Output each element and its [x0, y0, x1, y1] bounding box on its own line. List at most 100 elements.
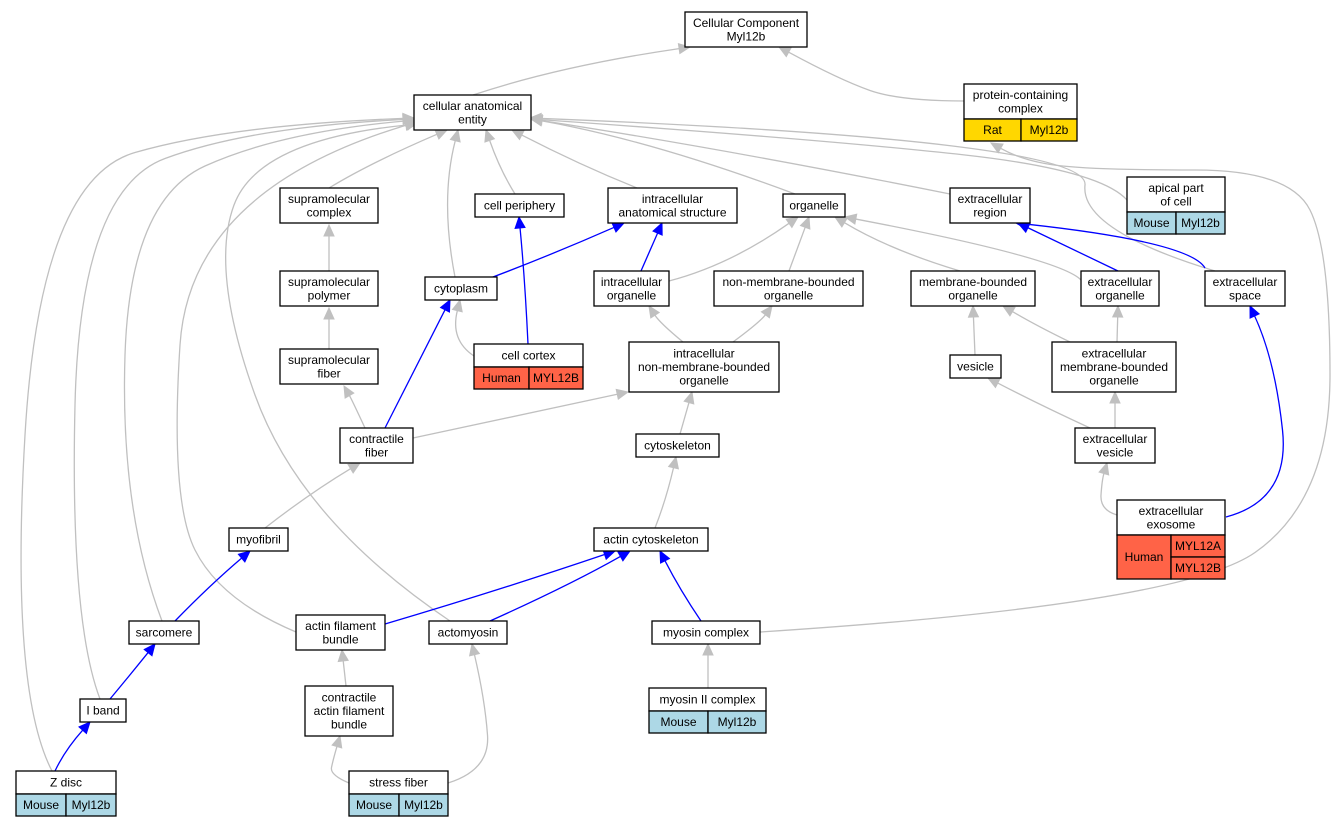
arrowhead-icon: [347, 462, 362, 474]
edge-line: [174, 557, 243, 622]
node-sarcomere[interactable]: sarcomere: [128, 620, 200, 645]
node-box: [279, 270, 379, 307]
node-actomyosin[interactable]: actomyosin: [428, 620, 508, 645]
node-label-line: intracellular: [673, 347, 734, 361]
node-box: [413, 94, 532, 131]
node-box: [910, 270, 1036, 307]
arrowhead-icon: [611, 222, 626, 233]
edge-line: [759, 147, 1331, 633]
node-label-line: contractile: [349, 432, 404, 446]
node-myosin-complex[interactable]: myosin complex: [651, 620, 761, 645]
node-cytoskeleton[interactable]: cytoskeleton: [635, 433, 720, 458]
edge-line: [1027, 227, 1119, 272]
node-label-line: I band: [86, 704, 119, 718]
edge-contractile_fiber-to-sup_fiber: [343, 384, 366, 429]
edge-ec_organelle-to-extracell_region: [1016, 222, 1119, 272]
edge-contractile_fiber-to-cytoplasm: [384, 298, 451, 429]
node-cytoplasm[interactable]: cytoplasm: [424, 276, 498, 301]
edge-organelle-to-cae: [529, 115, 796, 195]
edge-line: [454, 310, 475, 357]
arrowhead-icon: [1098, 461, 1110, 476]
node-label-line: Z disc: [50, 776, 82, 790]
node-box: [339, 427, 414, 464]
node-label-line: contractile: [322, 691, 377, 705]
edge-ic_organelle-to-ias: [640, 221, 663, 272]
edge-line: [54, 729, 84, 772]
node-label-line: organelle: [764, 288, 814, 302]
node-label-line: extracellular: [1088, 275, 1153, 289]
arrowhead-icon: [343, 384, 355, 399]
node-box: [1204, 270, 1286, 307]
node-myofibril[interactable]: myofibril: [228, 527, 289, 552]
edge-line: [123, 120, 406, 622]
arrowhead-icon: [648, 304, 661, 319]
edge-line: [541, 120, 951, 195]
edge-line: [640, 232, 659, 272]
gene-cell: [528, 366, 584, 390]
node-label-line: organelle: [1095, 288, 1145, 302]
node-label-line: extracellular: [958, 192, 1023, 206]
edge-contractile_fiber-to-ic_nmb_organelle: [412, 388, 630, 439]
node-label-line: stress fiber: [369, 776, 428, 790]
node-organelle[interactable]: organelle: [782, 193, 846, 218]
node-vesicle[interactable]: vesicle: [949, 354, 1002, 379]
node-iband[interactable]: I band: [79, 698, 127, 723]
node-cell-periphery[interactable]: cell periphery: [474, 193, 565, 218]
edge-line: [348, 395, 366, 429]
edge-ic_nmb_organelle-to-ic_organelle: [648, 304, 684, 343]
node-label-line: organelle: [679, 374, 729, 388]
node-label-line: organelle: [789, 199, 839, 213]
node-label-line: extracellular: [1083, 432, 1148, 446]
node-label-line: complex: [307, 205, 352, 219]
edge-line: [972, 316, 976, 356]
node-label-line: supramolecular: [288, 353, 370, 367]
node-box: [79, 698, 127, 723]
node-box: [1126, 176, 1226, 213]
edge-sup_complex-to-cae: [328, 129, 449, 189]
edge-extracell_region-to-cae: [529, 115, 951, 195]
node-ic-nmb-organelle[interactable]: intracellularnon-membrane-boundedorganel…: [628, 341, 780, 393]
node-label-line: exosome: [1147, 517, 1196, 531]
node-actin-cytoskeleton[interactable]: actin cytoskeleton: [593, 527, 709, 552]
edge-line: [844, 222, 961, 272]
node-label-line: extracellular: [1139, 504, 1204, 518]
edge-line: [997, 382, 1091, 429]
arrowhead-icon: [468, 642, 481, 657]
arrowhead-icon: [404, 119, 419, 131]
arrowhead-icon: [78, 721, 91, 735]
arrowhead-icon: [777, 46, 792, 58]
arrowhead-icon: [785, 216, 799, 229]
edge-mb_organelle-to-organelle: [833, 216, 961, 272]
edge-stress_fiber-to-actomyosin: [447, 642, 489, 784]
edge-line: [1012, 311, 1071, 343]
edge-line: [1225, 315, 1284, 518]
edge-afb-to-actin_cytoskeleton: [384, 549, 617, 625]
node-label-line: apical part: [1148, 181, 1204, 195]
